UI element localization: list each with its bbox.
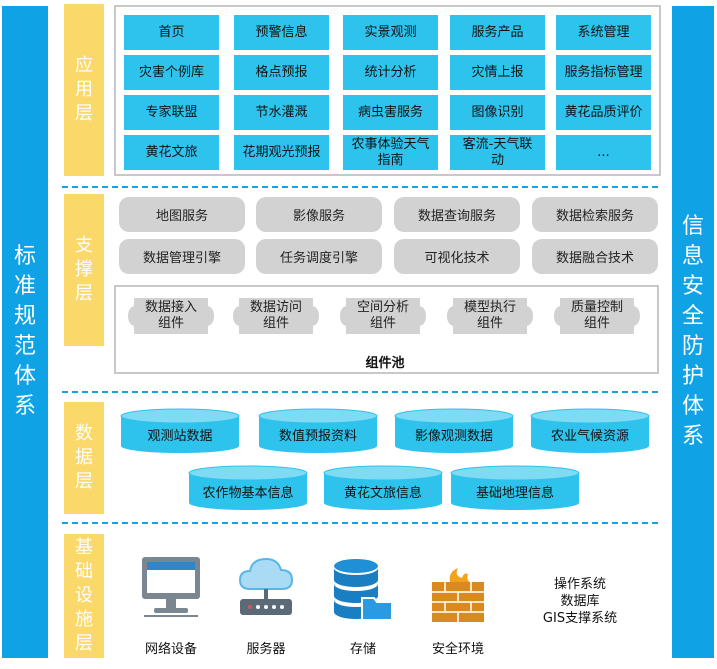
app-module-farming-weather-guide[interactable]: 农事体验天气指南 [343,135,438,170]
app-module-flowering-forecast[interactable]: 花期观光预报 [234,135,329,170]
service-map[interactable]: 地图服务 [119,197,245,232]
infra-label-security: 安全环境 [431,642,484,657]
data-store-nwp[interactable]: 数值预报资料 [258,408,378,454]
app-module-early-warning[interactable]: 预警信息 [234,15,329,50]
layer-label-data: 数据层 [64,402,104,514]
data-store-agro-climate[interactable]: 农业气候资源 [530,408,650,454]
component-pool-label: 组件池 [365,356,405,371]
data-store-geographic[interactable]: 基础地理信息 [450,465,580,511]
app-module-statistics[interactable]: 统计分析 [343,55,438,90]
engine-data-management[interactable]: 数据管理引擎 [119,239,245,274]
system-software-os: 操作系统 [553,577,606,592]
app-module-expert-alliance[interactable]: 专家联盟 [124,95,219,130]
service-imagery[interactable]: 影像服务 [256,197,382,232]
app-module-quality-evaluation[interactable]: 黄花品质评价 [556,95,651,130]
layer-label-application: 应用层 [64,4,104,176]
app-module-live-observation[interactable]: 实景观测 [343,15,438,50]
app-module-system-management[interactable]: 系统管理 [556,15,651,50]
data-store-station-observation[interactable]: 观测站数据 [120,408,240,454]
app-module-service-products[interactable]: 服务产品 [450,15,545,50]
standards-system-bar: 标准规范体系 [2,6,48,658]
service-data-search[interactable]: 数据检索服务 [532,197,658,232]
monitor-icon [138,555,204,619]
infra-label-storage: 存储 [349,642,376,657]
app-module-service-index-management[interactable]: 服务指标管理 [556,55,651,90]
app-module-more[interactable]: ... [556,135,651,170]
firewall-icon [430,568,486,622]
tech-data-fusion[interactable]: 数据融合技术 [532,239,658,274]
component-data-access[interactable]: 数据访问组件 [229,296,323,336]
data-store-crop-info[interactable]: 农作物基本信息 [188,465,308,511]
system-software-gis: GIS支撑系统 [542,611,618,626]
component-spatial-analysis[interactable]: 空间分析组件 [336,296,430,336]
app-module-pest-service[interactable]: 病虫害服务 [343,95,438,130]
layer-divider [62,522,658,524]
layer-divider [62,391,658,393]
service-data-query[interactable]: 数据查询服务 [394,197,520,232]
component-data-ingest[interactable]: 数据接入组件 [124,296,218,336]
engine-task-scheduling[interactable]: 任务调度引擎 [256,239,382,274]
infra-label-network: 网络设备 [144,642,197,657]
app-module-daylily-tourism[interactable]: 黄花文旅 [124,135,219,170]
infra-label-server: 服务器 [246,642,286,657]
data-store-imagery[interactable]: 影像观测数据 [394,408,514,454]
tech-visualization[interactable]: 可视化技术 [394,239,520,274]
layer-label-infrastructure: 基础设施层 [64,534,104,658]
layer-divider [62,186,658,188]
component-model-execution[interactable]: 模型执行组件 [443,296,537,336]
app-module-home[interactable]: 首页 [124,15,219,50]
app-module-visitor-weather-link[interactable]: 客流-天气联动 [450,135,545,170]
system-software-list: 操作系统 数据库 GIS支撑系统 [520,576,640,627]
app-module-image-recognition[interactable]: 图像识别 [450,95,545,130]
app-module-disaster-report[interactable]: 灾情上报 [450,55,545,90]
data-store-daylily-tourism[interactable]: 黄花文旅信息 [323,465,443,511]
system-software-db: 数据库 [560,594,600,609]
component-quality-control[interactable]: 质量控制组件 [550,296,644,336]
app-module-grid-forecast[interactable]: 格点预报 [234,55,329,90]
security-system-bar: 信息安全防护体系 [672,6,714,658]
layer-label-support: 支撑层 [64,194,104,346]
app-module-disaster-case-library[interactable]: 灾害个例库 [124,55,219,90]
database-icon [332,558,394,622]
app-module-water-saving-irrigation[interactable]: 节水灌溉 [234,95,329,130]
cloud-server-icon [236,555,296,619]
